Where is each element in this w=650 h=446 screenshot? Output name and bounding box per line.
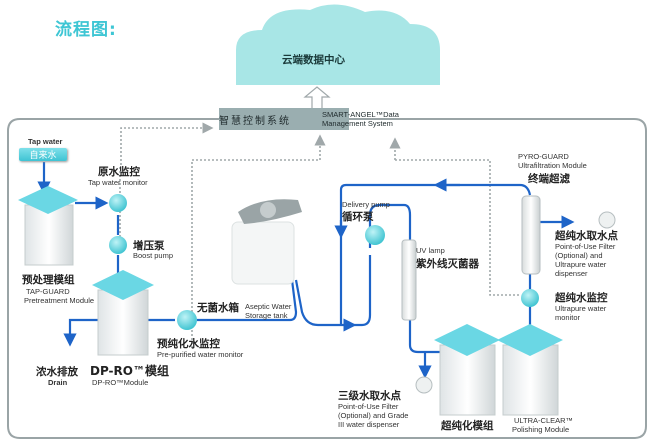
prepurified-monitor-en: Pre-purified water monitor [157,350,244,359]
boost-pump-icon [109,236,127,254]
delivery-pump-icon [365,225,385,245]
polishing-module-icon-2 [497,324,563,416]
uv-lamp-icon [401,239,417,321]
boost-pump-en: Boost pump [133,251,174,260]
ultrapure-point-cn: 超纯水取水点 [555,230,618,242]
storage-tank-cn: 无菌水箱 [197,302,239,314]
dpro-cn: DP-RO™模组 [90,364,169,378]
drain-en: Drain [48,378,68,387]
boost-pump-cn: 增压泵 [133,240,165,252]
polishing-cn: 超纯化模组 [441,420,494,432]
dpro-en: DP-RO™Module [92,378,149,387]
ultrafiltration-module-icon [521,195,541,275]
grade3-point-cn: 三级水取水点 [338,390,401,402]
tap-monitor-icon [109,194,127,212]
uv-lamp-cn: 紫外线灭菌器 [416,258,479,270]
cloud-data-center-label: 云端数据中心 [282,54,345,66]
page-title: 流程图: [55,20,117,40]
delivery-pump-en: Delivery pump [342,200,390,209]
delivery-pump-cn: 循环泵 [342,211,374,223]
ultrapure-monitor-icon [521,289,539,307]
grade3-dispenser-icon [415,376,433,394]
tap-monitor-cn: 原水监控 [98,166,140,178]
tap-monitor-en: Tap water monitor [88,178,148,187]
storage-tank-icon [231,199,302,285]
ultrapure-monitor-cn: 超纯水监控 [555,292,608,304]
drain-cn: 浓水排放 [36,366,78,378]
polishing-module-icon-1 [434,324,500,416]
pretreatment-cn: 预处理模组 [22,274,75,286]
pretreatment-module-icon [18,186,78,266]
tap-water-en: Tap water [28,137,63,146]
control-system-box: 智慧控制系统 [219,108,349,130]
pyro-guard-cn: 终端超滤 [528,173,570,185]
control-system-cn: 智慧控制系统 [219,115,291,127]
prepurified-monitor-cn: 预纯化水监控 [157,338,220,350]
dpro-module-icon [92,270,154,356]
ultrapure-dispenser-icon [598,211,616,229]
tap-water-box: 自来水 [19,148,67,161]
upload-arrow-icon [303,86,331,108]
system-frame [7,118,647,439]
uv-lamp-en: UV lamp [416,246,445,255]
prepurified-monitor-icon [177,310,197,330]
cloud-shape [236,4,440,85]
